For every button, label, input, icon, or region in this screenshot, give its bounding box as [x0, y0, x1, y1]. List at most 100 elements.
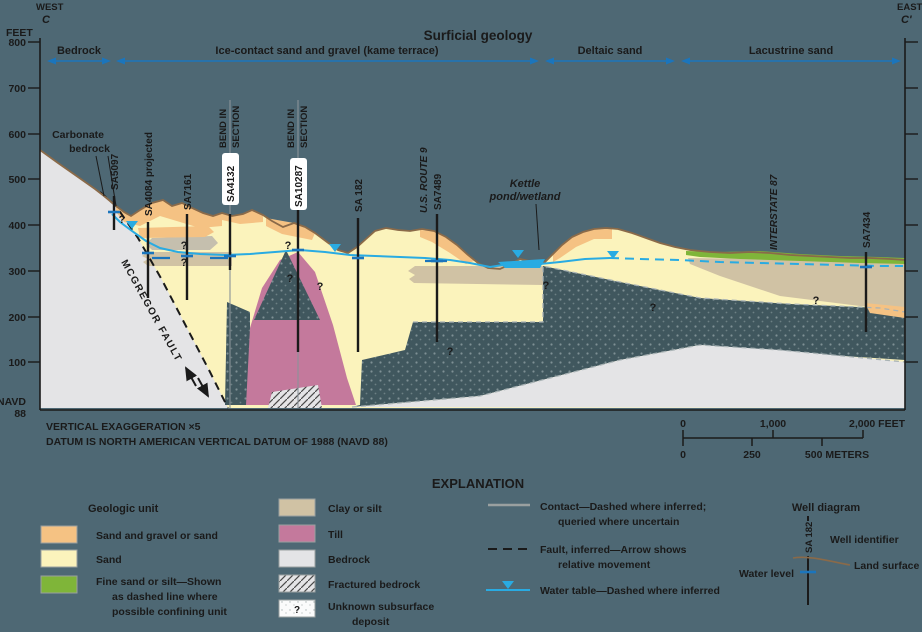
well-label-sa7489: SA7489: [433, 173, 444, 210]
svg-text:Fine sand or silt—Shown: Fine sand or silt—Shown: [96, 576, 221, 588]
svg-text:88: 88: [14, 408, 26, 420]
vertical-exaggeration-note: VERTICAL EXAGGERATION ×5: [46, 421, 201, 433]
well-label-sa7434: SA7434: [862, 211, 873, 248]
water-table-symbol: [502, 581, 514, 589]
svg-text:Contact—Dashed where inferred;: Contact—Dashed where inferred;: [540, 501, 706, 513]
svg-text:200: 200: [8, 312, 26, 324]
svg-text:?: ?: [287, 273, 294, 285]
right-axis-ticks: [905, 41, 918, 363]
svg-text:Well identifier: Well identifier: [830, 534, 899, 546]
svg-text:600: 600: [8, 129, 26, 141]
well-diagram-land-surface-line: [792, 556, 851, 566]
right-axis: EAST C': [897, 2, 922, 410]
unit-unknown-main: [352, 266, 905, 407]
svg-text:Fractured bedrock: Fractured bedrock: [328, 579, 420, 591]
svg-text:?: ?: [317, 281, 324, 293]
svg-text:Bedrock: Bedrock: [328, 554, 370, 566]
svg-text:SECTION: SECTION: [299, 106, 310, 148]
unit-unknown-wedge: [254, 250, 320, 320]
svg-text:Bedrock: Bedrock: [57, 45, 102, 57]
svg-text:deposit: deposit: [352, 616, 390, 628]
feet-label: FEET: [6, 27, 33, 39]
surficial-title: Surficial geology: [424, 28, 533, 43]
svg-text:Sand and gravel or sand: Sand and gravel or sand: [96, 530, 218, 542]
svg-text:Lacustrine sand: Lacustrine sand: [749, 45, 833, 57]
svg-text:?: ?: [119, 214, 126, 226]
well-label-sa5097: SA5097: [110, 153, 121, 190]
svg-text:?: ?: [650, 302, 657, 314]
svg-text:2,000 FEET: 2,000 FEET: [849, 418, 906, 430]
bend-in-section-label-1: BEND IN: [218, 109, 229, 148]
fault-relative-motion-arrow-up: [185, 366, 198, 387]
well-label-sa10287: SA10287: [294, 165, 305, 207]
svg-text:?: ?: [285, 240, 292, 252]
svg-text:Ice-contact sand and gravel (k: Ice-contact sand and gravel (kame terrac…: [215, 45, 438, 57]
svg-text:700: 700: [8, 83, 26, 95]
swatch-clay: [278, 498, 316, 517]
svg-text:Clay or silt: Clay or silt: [328, 503, 382, 515]
svg-text:?: ?: [181, 257, 188, 269]
svg-text:queried where uncertain: queried where uncertain: [558, 516, 679, 528]
svg-text:1,000: 1,000: [760, 418, 786, 430]
svg-text:500: 500: [8, 174, 26, 186]
us-route-9-label: U.S. ROUTE 9: [419, 147, 430, 213]
svg-text:?: ?: [813, 295, 820, 307]
interstate-87-label: INTERSTATE 87: [769, 174, 780, 250]
svg-text:?: ?: [447, 346, 454, 358]
water-table-triangles: [126, 221, 619, 259]
well-diagram-header: Well diagram: [792, 502, 860, 514]
unit-sand-gravel-cap-mid1: [222, 210, 263, 224]
well-diagram-id: SA 182: [804, 522, 815, 553]
svg-text:0: 0: [680, 418, 686, 430]
svg-text:bedrock: bedrock: [69, 143, 110, 155]
scale-bar: 0 1,000 2,000 FEET 0 250 500 METERS: [680, 418, 906, 461]
legend-geologic-units: Geologic unit Sand and gravel or sand Sa…: [40, 498, 434, 628]
swatch-fine-sand: [40, 575, 78, 594]
svg-text:Fault, inferred—Arrow shows: Fault, inferred—Arrow shows: [540, 544, 687, 556]
unit-sand-gravel-west-cap: [116, 200, 222, 228]
kettle-pond-label: Kettle: [510, 178, 541, 190]
swatch-sand: [40, 549, 78, 568]
unit-clay-lens-a: [146, 236, 218, 250]
bend-in-section-label-2: BEND IN: [286, 109, 297, 148]
unit-bedrock-west: [40, 150, 228, 408]
svg-text:Unknown subsurface: Unknown subsurface: [328, 601, 434, 613]
navd-label: NAVD: [0, 396, 26, 408]
svg-text:Water level: Water level: [739, 568, 794, 580]
unit-fractured-bedrock: [268, 385, 322, 408]
svg-text:0: 0: [680, 449, 686, 461]
explanation-title: EXPLANATION: [432, 476, 524, 491]
svg-text:Sand: Sand: [96, 554, 122, 566]
geologic-unit-header: Geologic unit: [88, 503, 159, 515]
carbonate-bedrock-label: Carbonate: [52, 129, 104, 141]
swatch-till: [278, 524, 316, 543]
surficial-segment-labels: Bedrock Ice-contact sand and gravel (kam…: [57, 45, 833, 57]
scale-bar-feet-labels: 0 1,000 2,000 FEET: [680, 418, 906, 430]
svg-text:pond/wetland: pond/wetland: [489, 191, 561, 203]
well-label-sa182: SA 182: [354, 179, 365, 212]
svg-text:100: 100: [8, 357, 26, 369]
east-label: EAST: [897, 2, 922, 13]
svg-text:SECTION: SECTION: [231, 106, 242, 148]
well-water-levels: [108, 210, 872, 269]
land-surface-line: [39, 149, 906, 270]
svg-text:300: 300: [8, 266, 26, 278]
swatch-bedrock: [278, 549, 316, 568]
svg-text:Land surface: Land surface: [854, 560, 920, 572]
swatch-unknown: [278, 599, 316, 618]
unit-fine-sand: [686, 251, 905, 264]
section-c-prime-label: C': [901, 14, 912, 26]
surficial-arrowheads: [47, 57, 901, 65]
svg-text:400: 400: [8, 220, 26, 232]
section-c-label: C: [42, 14, 51, 26]
svg-text:?: ?: [181, 240, 188, 252]
left-axis-ticks: [28, 41, 40, 363]
swatch-sand-gravel: [40, 525, 78, 544]
unit-unknown-strip: [225, 302, 250, 405]
svg-text:possible confining unit: possible confining unit: [112, 606, 227, 618]
svg-text:Deltaic sand: Deltaic sand: [578, 45, 643, 57]
